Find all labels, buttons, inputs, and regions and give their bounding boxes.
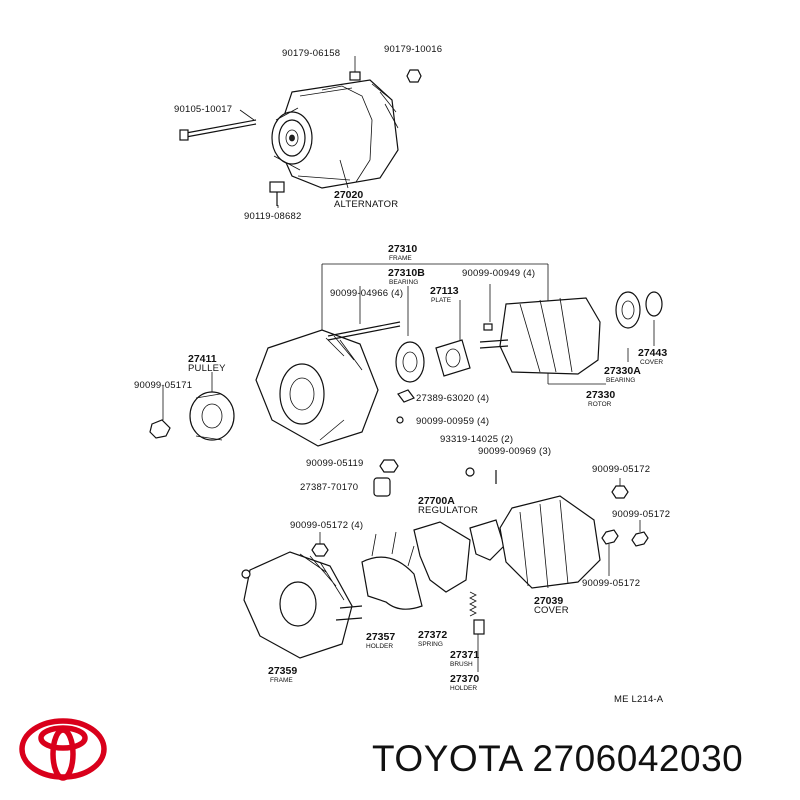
label-27020: 27020: [334, 189, 363, 201]
label-90119-08682: 90119-08682: [244, 211, 302, 222]
label-27113: 27113: [430, 285, 459, 297]
label-27371: 27371: [450, 649, 479, 661]
label-27310: 27310: [388, 243, 417, 255]
label-27389-63020: 27389-63020 (4): [416, 393, 489, 404]
caption-cover-top: COVER: [640, 359, 663, 366]
caption-cover-bottom: COVER: [534, 605, 569, 616]
caption-bearing-rotor: BEARING: [606, 377, 635, 384]
caption-frame-top: FRAME: [389, 255, 412, 262]
label-90099-05171: 90099-05171: [134, 380, 192, 391]
label-90099-05119: 90099-05119: [306, 458, 364, 469]
label-90099-05172-a: 90099-05172: [592, 464, 650, 475]
caption-alternator: ALTERNATOR: [334, 199, 398, 210]
label-90099-00969: 90099-00969 (3): [478, 446, 551, 457]
label-27700A: 27700A: [418, 495, 455, 507]
label-90099-00949: 90099-00949 (4): [462, 268, 535, 279]
caption-plate: PLATE: [431, 297, 452, 304]
caption-holder-left: HOLDER: [366, 643, 393, 650]
label-90099-05172-b: 90099-05172: [612, 509, 670, 520]
frame-rotor-drawing: [149, 263, 663, 447]
caption-frame-bottom: FRAME: [270, 677, 293, 684]
label-90099-00959: 90099-00959 (4): [416, 416, 489, 427]
label-27310B: 27310B: [388, 267, 425, 279]
toyota-logo-icon: [19, 718, 107, 781]
caption-spring: SPRING: [418, 641, 443, 648]
caption-holder-bottom: HOLDER: [450, 685, 477, 692]
label-27372: 27372: [418, 629, 447, 641]
label-27387-70170: 27387-70170: [300, 482, 358, 493]
label-27357: 27357: [366, 631, 395, 643]
brand-part-number: TOYOTA 2706042030: [372, 738, 744, 779]
label-90099-04966: 90099-04966 (4): [330, 288, 403, 299]
caption-brush: BRUSH: [450, 661, 473, 668]
label-27411: 27411: [188, 353, 217, 365]
rear-assembly-drawing: [241, 459, 649, 672]
label-27443: 27443: [638, 347, 667, 359]
alternator-assembly-drawing: [179, 56, 422, 208]
caption-bearing-top: BEARING: [389, 279, 418, 286]
caption-regulator: REGULATOR: [418, 505, 478, 516]
label-93319-14025: 93319-14025 (2): [440, 434, 513, 445]
label-27359: 27359: [268, 665, 297, 677]
label-27330: 27330: [586, 389, 615, 401]
caption-rotor: ROTOR: [588, 401, 612, 408]
label-90099-05172-c: 90099-05172: [582, 578, 640, 589]
caption-pulley: PULLEY: [188, 363, 226, 374]
label-90099-05172-4: 90099-05172 (4): [290, 520, 363, 531]
diagram-reference-code: ME L214-A: [614, 694, 664, 705]
label-90105-10017: 90105-10017: [174, 104, 232, 115]
label-27330A: 27330A: [604, 365, 641, 377]
label-27370: 27370: [450, 673, 479, 685]
label-90179-10016: 90179-10016: [384, 44, 442, 55]
label-27039: 27039: [534, 595, 563, 607]
label-90179-06158: 90179-06158: [282, 48, 340, 59]
